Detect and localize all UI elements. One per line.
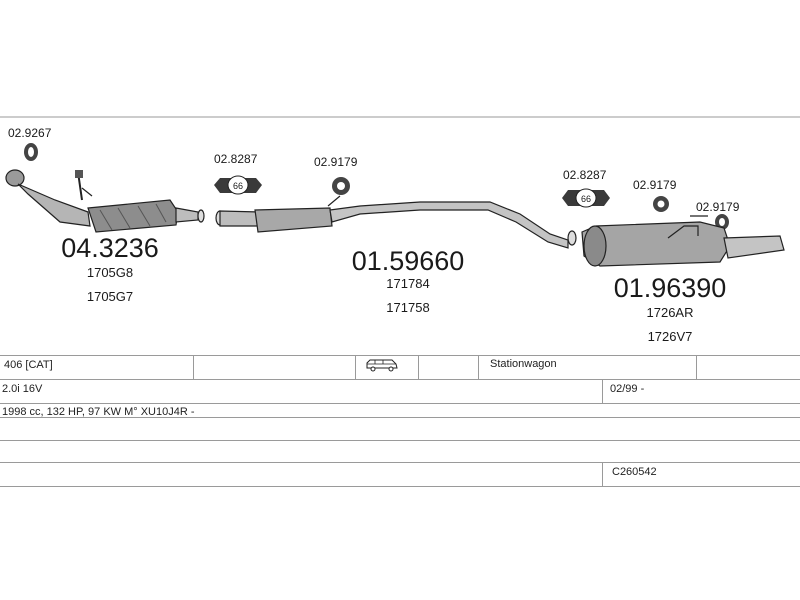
oe-number-rear-1: 1726AR [647, 305, 694, 320]
part-number-catalyst: 04.3236 [61, 233, 159, 263]
engine-spec: 1998 cc, 132 HP, 97 KW M° XU10J4R - [2, 406, 195, 418]
body-type: Stationwagon [490, 358, 557, 370]
rubber-hanger-rear2-icon [715, 214, 729, 230]
rubber-hanger-front-icon [332, 177, 350, 195]
oe-number-catalyst-2: 1705G7 [87, 289, 133, 304]
svg-text:66: 66 [581, 194, 591, 204]
oe-number-catalyst-1: 1705G8 [87, 265, 133, 280]
middle-silencer [215, 195, 577, 249]
flange-gasket-front-icon: 66 [214, 175, 262, 195]
rubber-hanger-rear1-icon [653, 196, 669, 212]
vehicle-model: 406 [CAT] [4, 359, 53, 371]
oe-number-rear-2: 1726V7 [648, 329, 693, 344]
station-wagon-icon [366, 358, 398, 375]
part-label-hanger-front: 02.9179 [314, 155, 358, 169]
part-label-gasket-rear: 02.8287 [563, 168, 607, 182]
clamp-ring-icon [24, 143, 38, 161]
part-label-hanger-rear2: 02.9179 [696, 200, 740, 214]
rear-silencer [581, 215, 785, 267]
catalog-code: C260542 [612, 466, 657, 478]
production-date: 02/99 - [610, 383, 645, 395]
part-number-middle: 01.59660 [352, 246, 465, 276]
oe-number-middle-1: 171784 [386, 276, 429, 291]
part-number-rear: 01.96390 [614, 273, 727, 303]
part-label-hanger-rear1: 02.9179 [633, 178, 677, 192]
svg-text:66: 66 [233, 181, 243, 191]
part-label-gasket-front: 02.8287 [214, 152, 258, 166]
catalytic-converter [5, 169, 205, 233]
engine-variant: 2.0i 16V [2, 383, 43, 395]
exhaust-diagram: 66 66 02.9267 02.8287 02.9179 [0, 116, 800, 344]
flange-gasket-rear-icon: 66 [562, 188, 610, 208]
oe-number-middle-2: 171758 [386, 300, 429, 315]
part-label-clamp: 02.9267 [8, 126, 52, 140]
